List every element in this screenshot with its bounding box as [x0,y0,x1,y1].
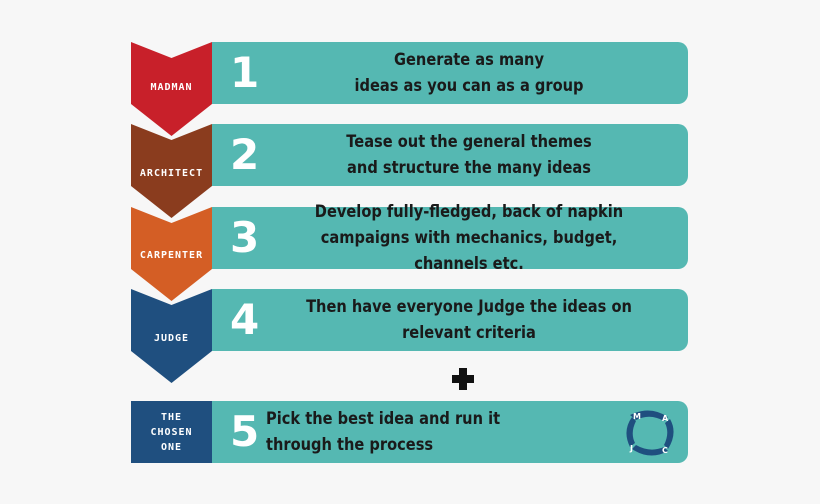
role-label: MADMAN [150,82,193,93]
role-box-chosen-one: THE CHOSEN ONE [131,401,212,463]
step-text: Generate as many ideas as you can as a g… [289,42,648,104]
plus-icon [452,368,474,390]
step-bar-3: 3 Develop fully-fledged, back of napkin … [212,202,688,274]
logo-letter-m: M [633,412,641,421]
mjac-cycle-logo-icon: M A J C [626,410,674,456]
step-text-line1: Generate as many [393,50,545,70]
step-text: Then have everyone Judge the ideas on re… [289,289,648,351]
step-text-line2: campaigns with mechanics, budget, channe… [320,228,618,274]
step-text: Pick the best idea and run it through th… [266,401,569,463]
role-chevron-architect: ARCHITECT [131,124,212,218]
step-bar-5: 5 Pick the best idea and run it through … [212,401,688,463]
chevron-shape [131,207,212,301]
role-label: JUDGE [153,333,190,344]
step-text-line2: ideas as you can as a group [354,76,584,96]
step-number: 1 [230,48,260,97]
chevron-shape [131,289,212,383]
step-number: 4 [230,295,260,344]
role-chevron-carpenter: CARPENTER [131,207,212,301]
step-text: Develop fully-fledged, back of napkin ca… [289,202,648,274]
step-bar-1: 1 Generate as many ideas as you can as a… [212,42,688,104]
chevron-shape [131,42,212,136]
role-label: CARPENTER [139,250,204,261]
step-bar-2: 2 Tease out the general themes and struc… [212,124,688,186]
role-chevron-judge: JUDGE [131,289,212,383]
step-number: 5 [230,407,260,456]
step-number: 2 [230,130,260,179]
step-text-line1: Then have everyone Judge the ideas on re… [306,297,632,343]
role-label: ARCHITECT [139,168,204,179]
step-text-line1: Pick the best idea and run it through th… [266,409,501,455]
role-label-line2: CHOSEN [150,426,193,438]
step-number: 3 [230,213,260,262]
step-text-line1: Develop fully-fledged, back of napkin [314,202,624,222]
role-chevron-madman: MADMAN [131,42,212,136]
logo-letter-j: J [629,444,633,453]
role-label-line3: ONE [160,441,183,453]
step-text: Tease out the general themes and structu… [289,124,648,186]
role-label-line1: THE [160,411,183,423]
step-text-line2: and structure the many ideas [347,158,591,178]
chevron-shape [131,124,212,218]
logo-letter-c: C [662,446,668,455]
step-bar-4: 4 Then have everyone Judge the ideas on … [212,289,688,351]
step-text-line1: Tease out the general themes [346,132,592,152]
logo-letter-a: A [662,414,669,423]
